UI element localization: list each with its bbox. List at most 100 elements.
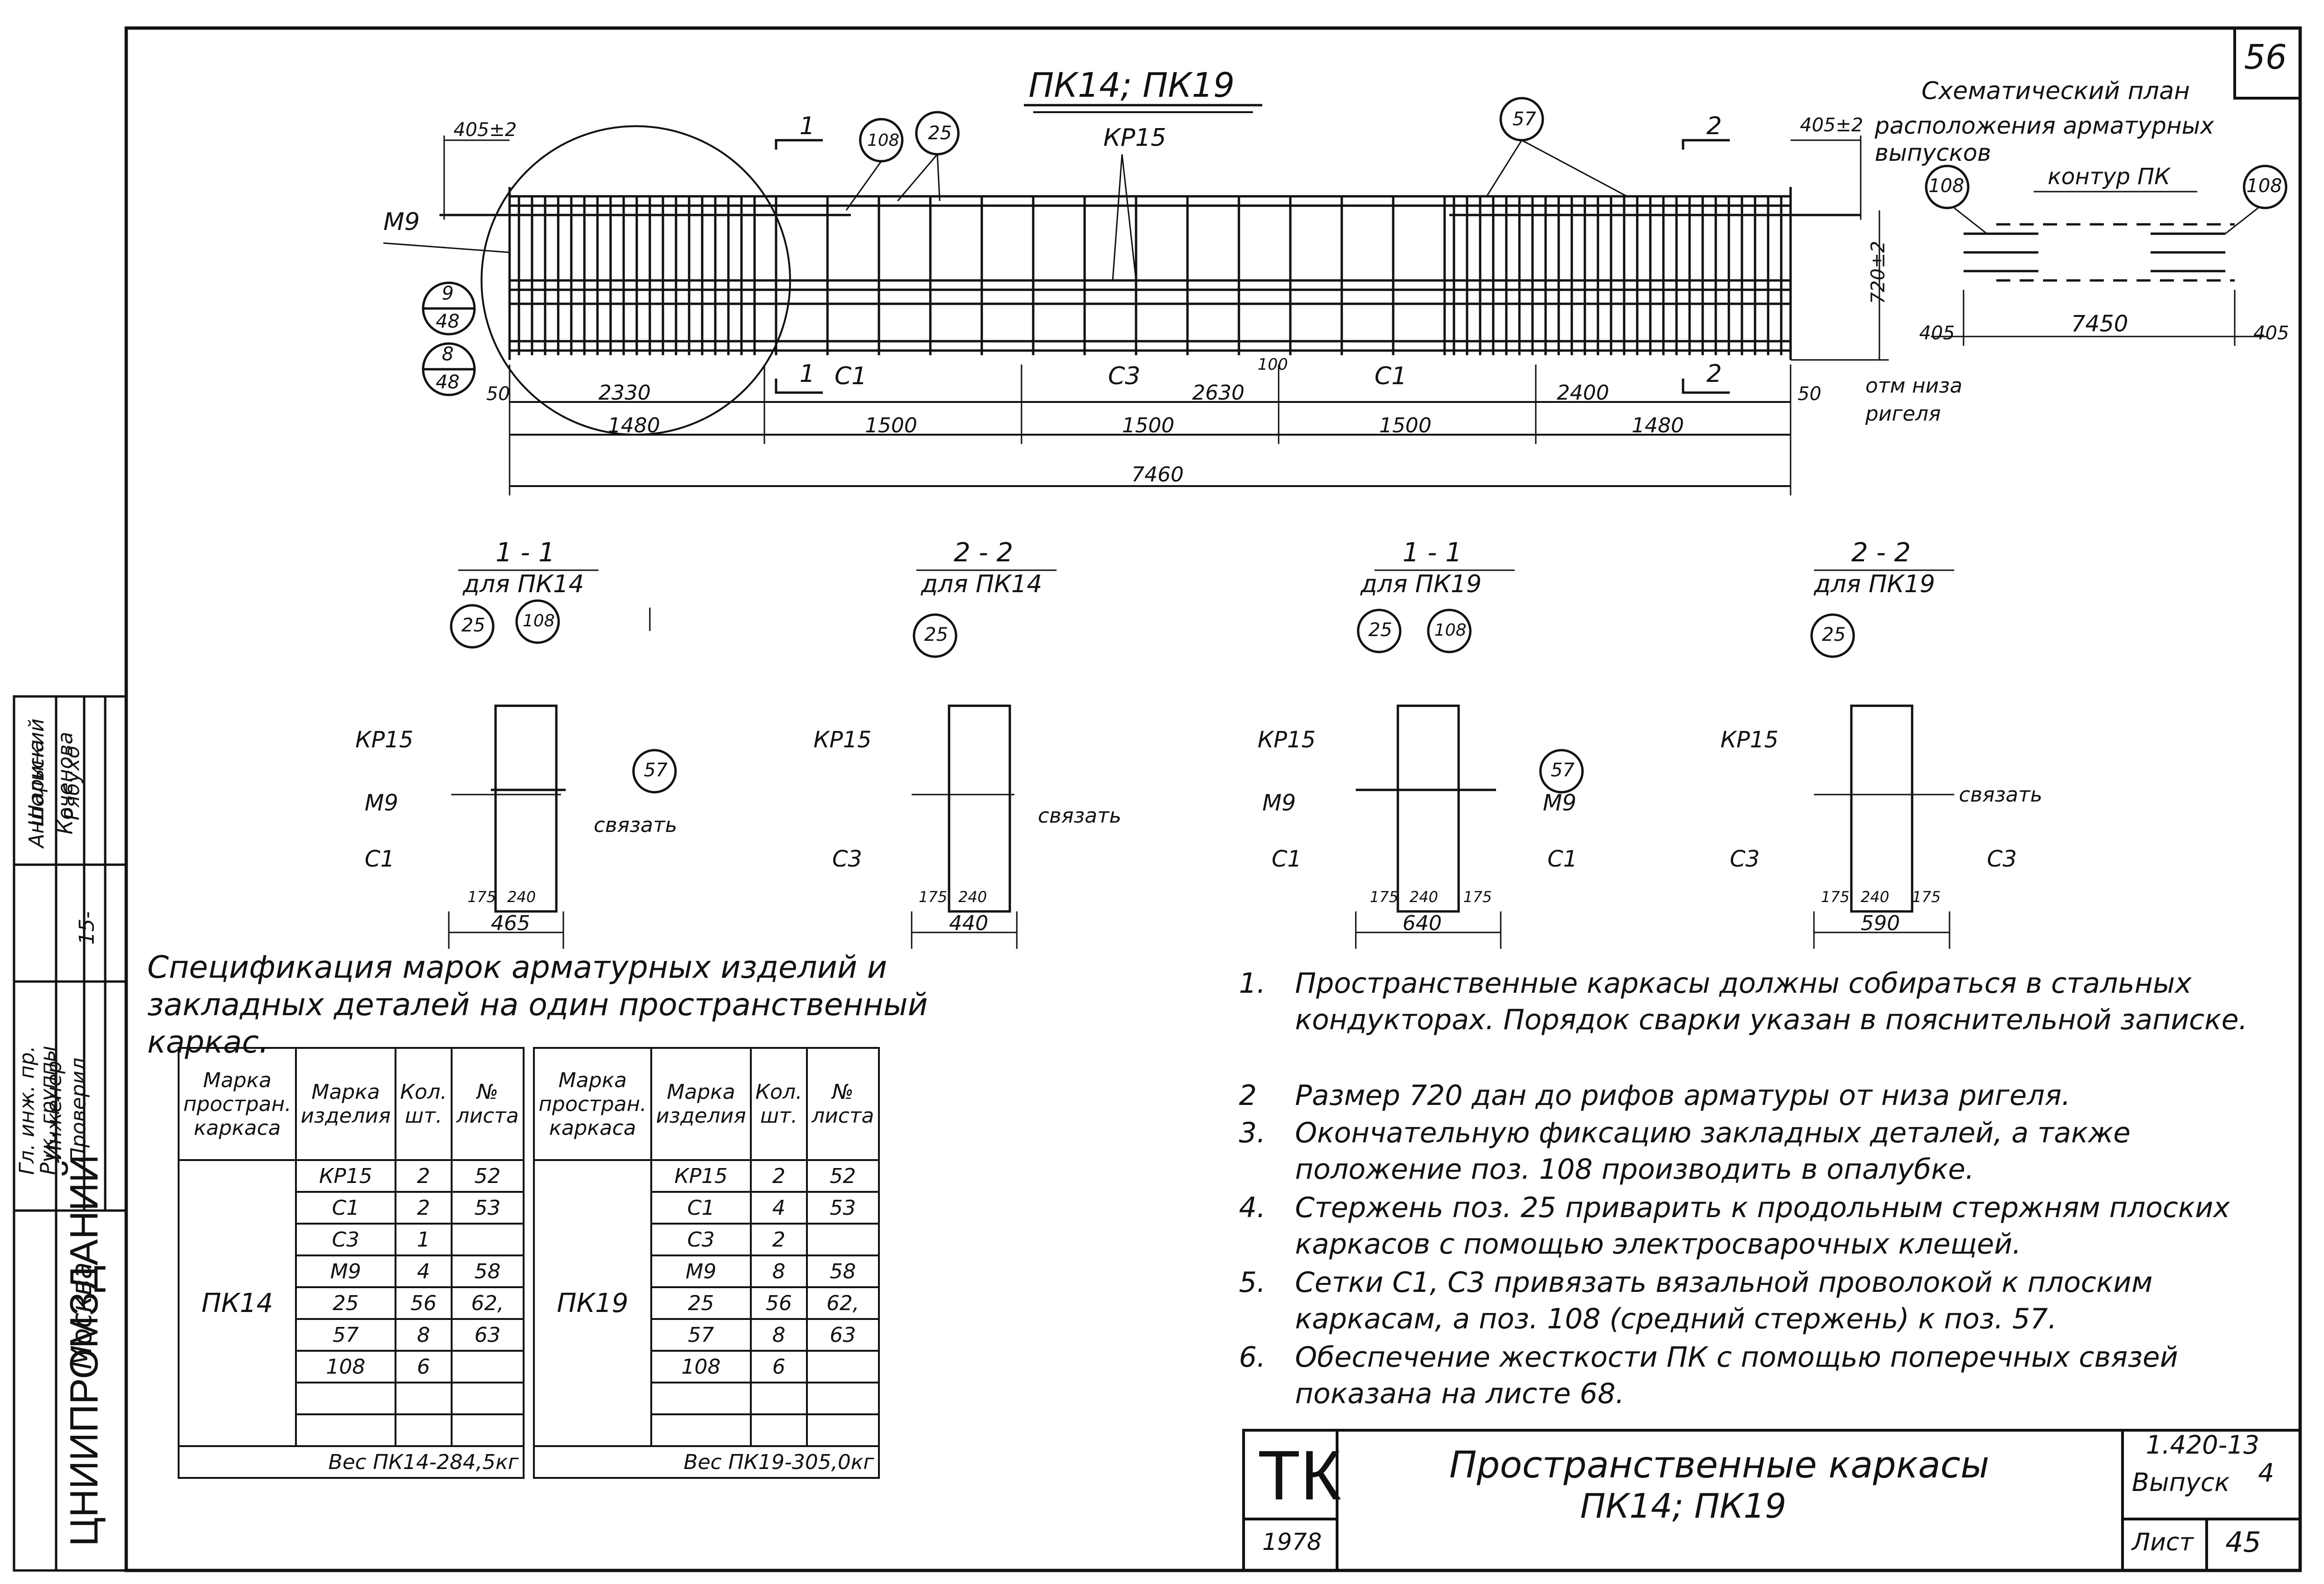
schematic-plan [1925,165,2288,346]
cell-qty: 56 [394,1286,453,1320]
side-stamp-city: Москва [65,1262,98,1369]
schematic-dim-7450: 7450 [2071,311,2129,337]
total: 590 [1861,911,1900,935]
w1: 175 [1821,888,1850,906]
note-9-top: 9 [442,283,454,304]
note-9-bot: 48 [436,311,460,332]
stamp-title-line1: Пространственные каркасы [1449,1444,1989,1486]
label-m2: М9 [1543,790,1576,816]
pos25: 25 [1368,619,1392,641]
w1: 175 [919,888,948,906]
dim-405-right: 405±2 [1800,115,1864,136]
sheet-number-top: 56 [2244,37,2287,77]
label-tie: связать [594,813,677,837]
note-text: Пространственные каркасы должны собирать… [1295,967,2248,1036]
note-item: 5. Сетки С1, С3 привязать вязальной пров… [1239,1264,2267,1339]
frame-mark: ПК19 [532,1159,653,1447]
section-title: 2 - 2 [1851,538,1911,568]
note-number: 3. [1239,1117,1266,1149]
note-item: 3. Окончательную фиксацию закладных дета… [1239,1115,2267,1190]
section-subtitle: для ПК19 [1360,570,1482,598]
pos108-circle-label: 108 [867,131,899,150]
dim-1480-b: 1480 [1632,414,1684,437]
cell-sheet: 58 [806,1254,880,1288]
note-number: 1. [1239,967,1266,1000]
stamp-series: 1.420-13 [2146,1430,2259,1460]
cell-sheet: 58 [451,1254,525,1288]
note-number: 4. [1239,1191,1266,1224]
w2: 240 [958,888,987,906]
stamp-year: 1978 [1262,1528,1322,1555]
note-text: Сетки С1, С3 привязать вязальной проволо… [1295,1266,2153,1335]
label-sec1-bot: 1 [799,360,815,388]
dim-7460: 7460 [1131,463,1184,487]
section-subtitle: для ПК14 [463,570,584,598]
schematic-dim-405-left: 405 [1919,323,1955,344]
dim-720: 720±2 [1867,241,1889,304]
cell-sheet: 53 [806,1191,880,1225]
label-rigel: ригеля [1865,402,1941,426]
note-text: Обеспечение жесткости ПК с помощью попер… [1295,1341,2178,1410]
side-date-2: 15- [75,911,99,945]
dim-2630: 2630 [1192,381,1245,405]
label-c: С1 [365,846,395,872]
schematic-pos108-left: 108 [1928,175,1964,197]
note-item: 1. Пространственные каркасы должны собир… [1239,965,2267,1077]
cell-qty: 2 [749,1223,808,1256]
label-c3: С3 [1108,362,1141,390]
w1: 175 [1370,888,1399,906]
cell-qty: 6 [394,1350,453,1383]
cell-qty: 2 [394,1159,453,1193]
label-kr: КР15 [1258,727,1316,753]
pos25-circle-label: 25 [928,122,952,144]
label-sec1-top: 1 [799,112,815,140]
col-header: Марка изделия [295,1047,396,1161]
cell-mark: 25 [650,1286,752,1320]
note-number: 2 [1239,1079,1257,1112]
label-c1-a: С1 [835,362,867,390]
cell-qty: 2 [749,1159,808,1193]
pos57: 57 [1551,760,1575,781]
cell-sheet [451,1223,525,1256]
note-8-bot: 48 [436,372,460,393]
cell-mark: 108 [295,1350,396,1383]
dim-1480-a: 1480 [608,414,660,437]
schematic-title-line2: расположения арматурных выпусков [1875,112,2214,166]
note-number: 5. [1239,1266,1266,1299]
cell-mark: КР15 [295,1159,396,1193]
w1: 175 [468,888,496,906]
total: 640 [1403,911,1442,935]
side-name-1: Шарина [24,739,49,827]
dim-50-left: 50 [486,383,510,405]
cell-qty: 56 [749,1286,808,1320]
col-header: Марка изделия [650,1047,752,1161]
label-m: М9 [365,790,398,816]
stamp-issue: 4 [2258,1458,2274,1488]
pos57-circle-label: 57 [1512,108,1536,130]
stamp-title-line2: ПК14; ПК19 [1580,1486,1786,1526]
weight: Вес ПК19-305,0кг [533,1445,880,1479]
cell-qty: 2 [394,1191,453,1225]
label-otm: отм низа [1865,374,1963,398]
cell-sheet [451,1350,525,1383]
label-m: М9 [1262,790,1296,816]
pos108: 108 [523,611,555,631]
col-header: № листа [451,1047,525,1161]
col-header: Кол. шт. [749,1047,808,1161]
note-item: 6. Обеспечение жесткости ПК с помощью по… [1239,1339,2267,1414]
label-kr15: КР15 [1103,124,1166,152]
label-sec2-bot: 2 [1706,360,1722,388]
col-header: Марка простран. каркаса [177,1047,297,1161]
section-title: 2 - 2 [954,538,1014,568]
note-text: Окончательную фиксацию закладных деталей… [1295,1117,2131,1186]
stamp-sheet-label: Лист [2132,1528,2194,1556]
cell-qty: 1 [394,1223,453,1256]
schematic-contour-label: контур ПК [2048,164,2171,190]
note-text: Размер 720 дан до рифов арматуры от низа… [1295,1079,2071,1112]
label-tie: связать [1959,783,2043,807]
cell-mark: 57 [295,1318,396,1352]
dim-1500-c: 1500 [1379,414,1432,437]
cell-mark: 108 [650,1350,752,1383]
cell-mark: М9 [650,1254,752,1288]
note-item: 2 Размер 720 дан до рифов арматуры от ни… [1239,1077,2267,1115]
